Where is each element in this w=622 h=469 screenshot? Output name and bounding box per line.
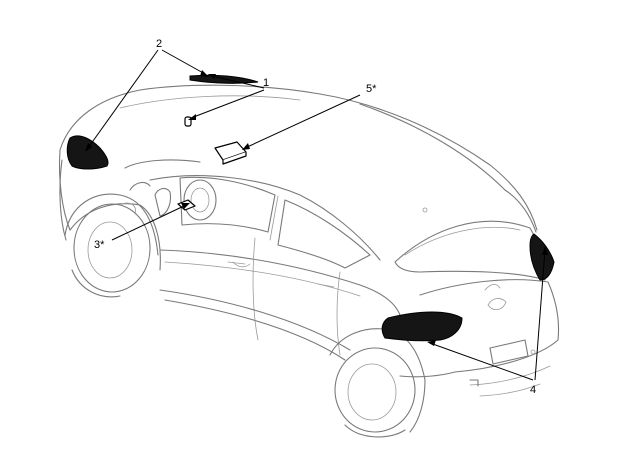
roof-outline <box>59 84 538 231</box>
leader-4a <box>429 342 534 381</box>
front-wheel-arch <box>64 193 159 256</box>
leader-lines <box>87 49 546 381</box>
arrowhead-2b <box>85 143 92 152</box>
callout-labels: 1 2 3* 4 5* <box>94 38 536 396</box>
arrowheads <box>85 70 548 346</box>
arrowhead-1b <box>188 114 196 120</box>
callout-2: 2 <box>156 38 162 50</box>
arrowhead-4a <box>427 340 436 346</box>
leader-1a <box>211 75 265 89</box>
arrowhead-4b <box>542 246 548 255</box>
vehicle-body <box>58 84 560 438</box>
interior-sensor-component <box>184 116 192 127</box>
tail-lamp-right-component <box>529 233 555 281</box>
steering-wheel <box>183 179 217 221</box>
arrowhead-5 <box>242 143 250 150</box>
arrowhead-2a <box>200 70 209 77</box>
leader-2a <box>161 49 206 75</box>
front-wheel <box>73 203 151 293</box>
side-window-rear <box>277 199 371 269</box>
left-side-lamp-component <box>66 135 109 170</box>
arrowhead-3 <box>181 203 190 209</box>
rear-wheel-arch <box>329 328 426 433</box>
callout-3: 3* <box>94 239 105 251</box>
components <box>66 74 555 342</box>
callout-1: 1 <box>263 77 269 89</box>
leader-2b <box>87 49 159 149</box>
leader-1b <box>190 89 265 119</box>
callout-5: 5* <box>366 83 377 95</box>
leader-4b <box>534 249 546 381</box>
leader-3 <box>111 204 187 241</box>
tail-lamp-left-component <box>381 311 463 342</box>
leader-5 <box>244 94 361 149</box>
callout-4: 4 <box>530 384 536 396</box>
arrowhead-1a <box>208 74 216 79</box>
side-window-front <box>179 176 276 233</box>
rear-wheel <box>334 347 416 433</box>
rear-hatch <box>394 220 546 281</box>
